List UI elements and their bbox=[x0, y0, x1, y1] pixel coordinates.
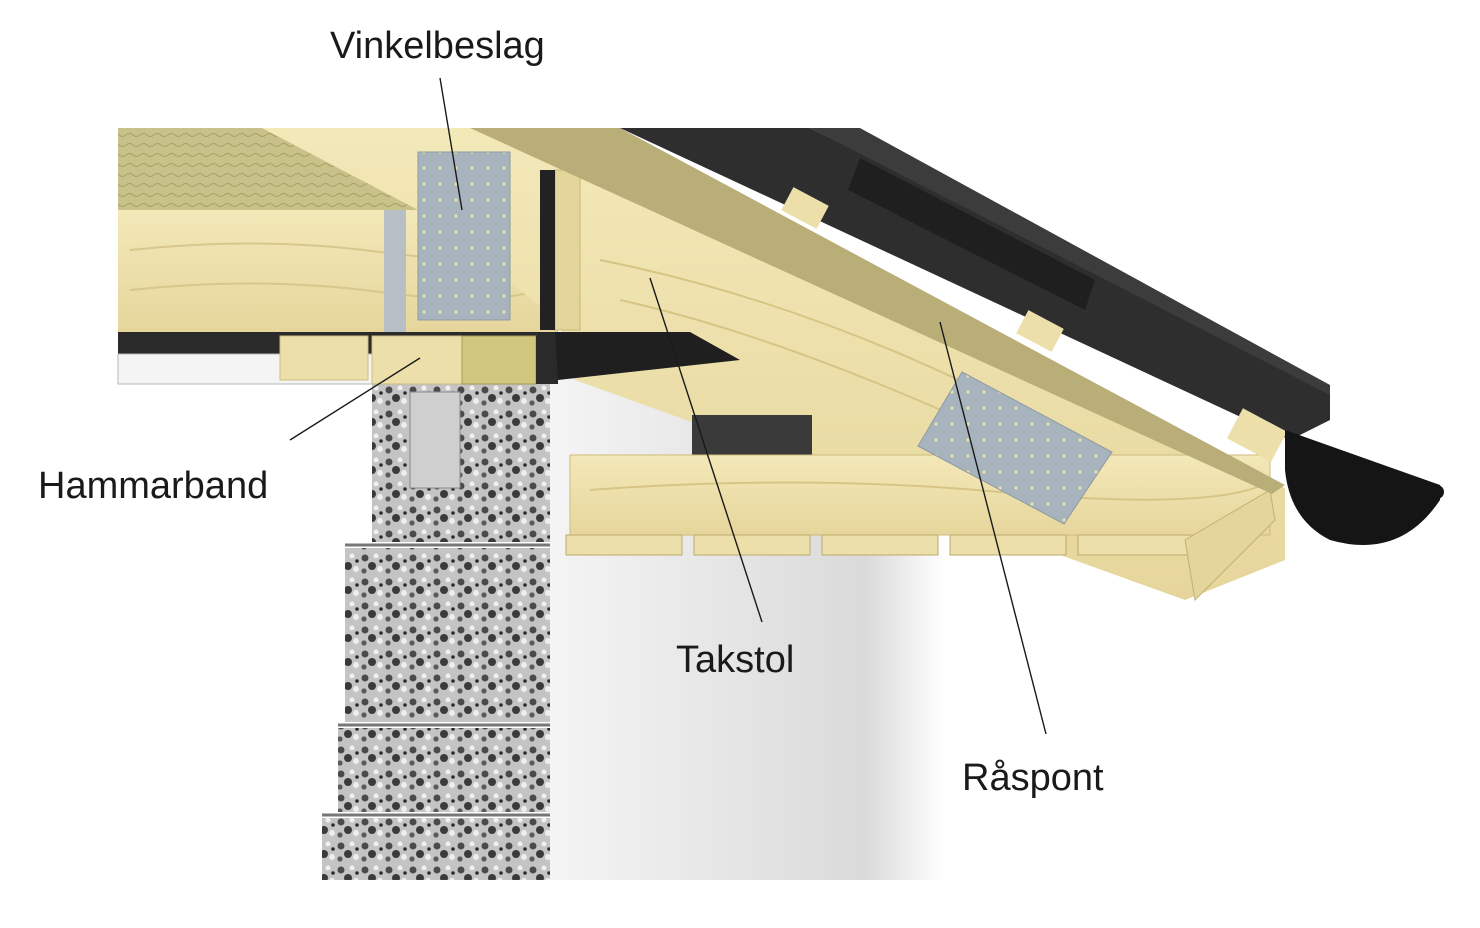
label-raspont: Råspont bbox=[962, 757, 1104, 799]
rafter-shadow bbox=[555, 332, 740, 380]
leader-vinkelbeslag bbox=[439, 77, 463, 211]
top-plate bbox=[279, 335, 558, 385]
leader-takstol bbox=[649, 277, 763, 623]
leader-hammarband bbox=[289, 357, 421, 441]
label-takstol: Takstol bbox=[676, 639, 794, 681]
truss-lower-chord bbox=[569, 415, 1271, 536]
metal-plates bbox=[417, 151, 1113, 525]
soffit-boards bbox=[565, 534, 1195, 556]
roof-boarding bbox=[470, 128, 1285, 494]
gutter bbox=[1285, 430, 1444, 545]
label-vinkelbeslag: Vinkelbeslag bbox=[330, 25, 545, 67]
leader-raspont bbox=[939, 321, 1047, 735]
fascia-board bbox=[1184, 489, 1276, 602]
block-wall bbox=[322, 380, 550, 880]
roof-tiles bbox=[620, 128, 1330, 462]
label-hammarband: Hammarband bbox=[38, 465, 268, 507]
leader-lines bbox=[289, 77, 1047, 735]
